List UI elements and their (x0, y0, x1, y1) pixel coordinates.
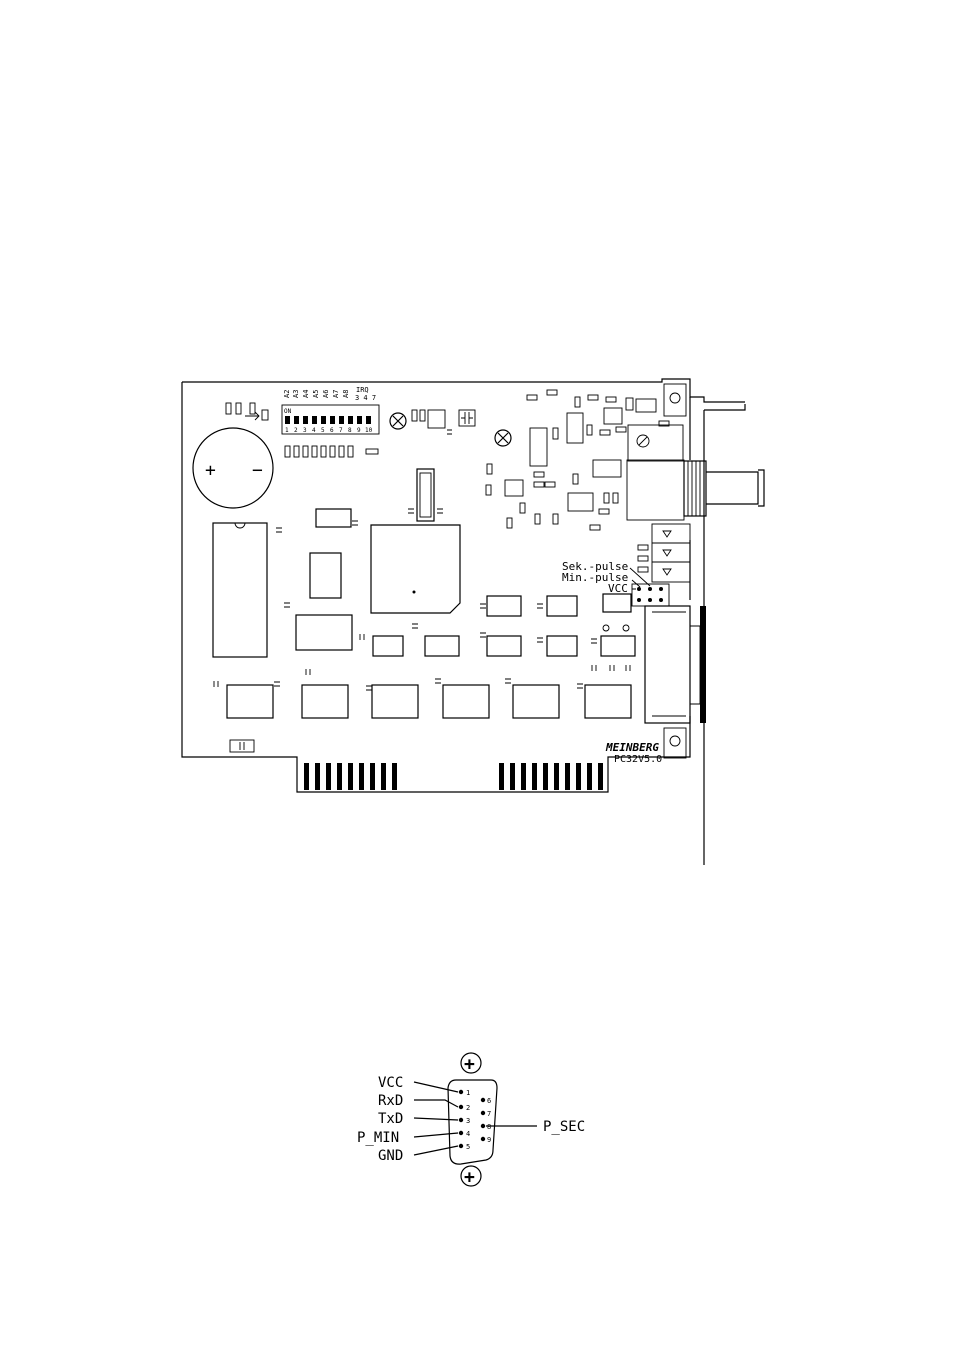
pin-9: 9 (487, 1136, 491, 1144)
trimmer-potentiometers (389, 412, 650, 448)
ic-bottom-row (226, 684, 632, 719)
irq-label: IRQ (356, 386, 369, 394)
dip-levers (285, 416, 371, 424)
isa-edge-connector (304, 763, 603, 790)
dip-label-a7: A7 (332, 390, 340, 398)
dip-num-7: 7 (339, 427, 343, 434)
board-model: PC32V5.0 (614, 754, 662, 765)
brand-logo: MEINBERG (605, 741, 659, 754)
dip-num-9: 9 (357, 427, 361, 434)
dip-num-1: 1 (285, 427, 289, 434)
dip-on-label: ON (284, 408, 292, 415)
rf-section-parts (485, 389, 685, 531)
vcc-jumper-label: VCC (608, 582, 628, 595)
battery: + − (192, 427, 274, 509)
resistors-top-left (225, 402, 269, 421)
led-block (637, 523, 691, 583)
dip-num-2: 2 (294, 427, 298, 434)
pin-1: 1 (466, 1089, 470, 1097)
capacitor-symbols (213, 508, 631, 691)
edge-fingers-left (304, 763, 397, 790)
dip-label-a8: A8 (342, 390, 350, 398)
bottom-left-capacitor (229, 739, 255, 753)
dip-num-10: 10 (365, 427, 373, 434)
dip-num-6: 6 (330, 427, 334, 434)
screw-bottom: + (464, 1167, 475, 1188)
dip-label-a5: A5 (312, 390, 320, 398)
pin-3: 3 (466, 1117, 470, 1125)
signal-pmin: P_MIN (357, 1130, 399, 1146)
pin-6: 6 (487, 1097, 491, 1105)
dip-num-8: 8 (348, 427, 352, 434)
dip-switch: A2 A3 A4 A5 A6 A7 A8 IRQ 3 4 7 ON 1 2 3 … (281, 386, 380, 435)
signal-rxd: RxD (378, 1093, 403, 1109)
test-points (602, 624, 630, 632)
bnc-connector (683, 460, 765, 517)
ic-cpu (370, 524, 461, 614)
pin-8: 8 (487, 1123, 491, 1131)
db9-pinout: + + 1 2 3 4 5 6 7 8 9 (413, 1052, 537, 1188)
screw-top: + (464, 1054, 475, 1075)
parts-top-middle (411, 409, 476, 435)
min-pulse-label: Min.-pulse (562, 571, 628, 584)
db9-board-connector (644, 605, 706, 724)
dip-num-5: 5 (321, 427, 325, 434)
battery-minus-label: − (252, 460, 263, 481)
dip-num-4: 4 (312, 427, 316, 434)
dip-label-a3: A3 (292, 390, 300, 398)
resistor-array (284, 445, 379, 458)
crystal (416, 468, 435, 522)
edge-fingers-right (499, 763, 603, 790)
signal-vcc: VCC (378, 1075, 403, 1091)
signal-gnd: GND (378, 1148, 403, 1164)
signal-psec: P_SEC (543, 1119, 585, 1135)
pin-5: 5 (466, 1143, 470, 1151)
pin-2: 2 (466, 1104, 470, 1112)
pulse-jumper (629, 567, 670, 607)
dip-label-a2: A2 (283, 390, 291, 398)
dip-num-3: 3 (303, 427, 307, 434)
pin-4: 4 (466, 1130, 470, 1138)
dip-label-a4: A4 (302, 390, 310, 398)
ic-large-left (212, 522, 268, 658)
pin-7: 7 (487, 1110, 491, 1118)
battery-plus-label: + (205, 460, 216, 481)
irq-values: 3 4 7 (355, 394, 376, 402)
dip-label-a6: A6 (322, 390, 330, 398)
sek-pulse-label: Sek.-pulse (562, 560, 628, 573)
ic-small-chips (295, 508, 636, 657)
signal-txd: TxD (378, 1111, 403, 1127)
